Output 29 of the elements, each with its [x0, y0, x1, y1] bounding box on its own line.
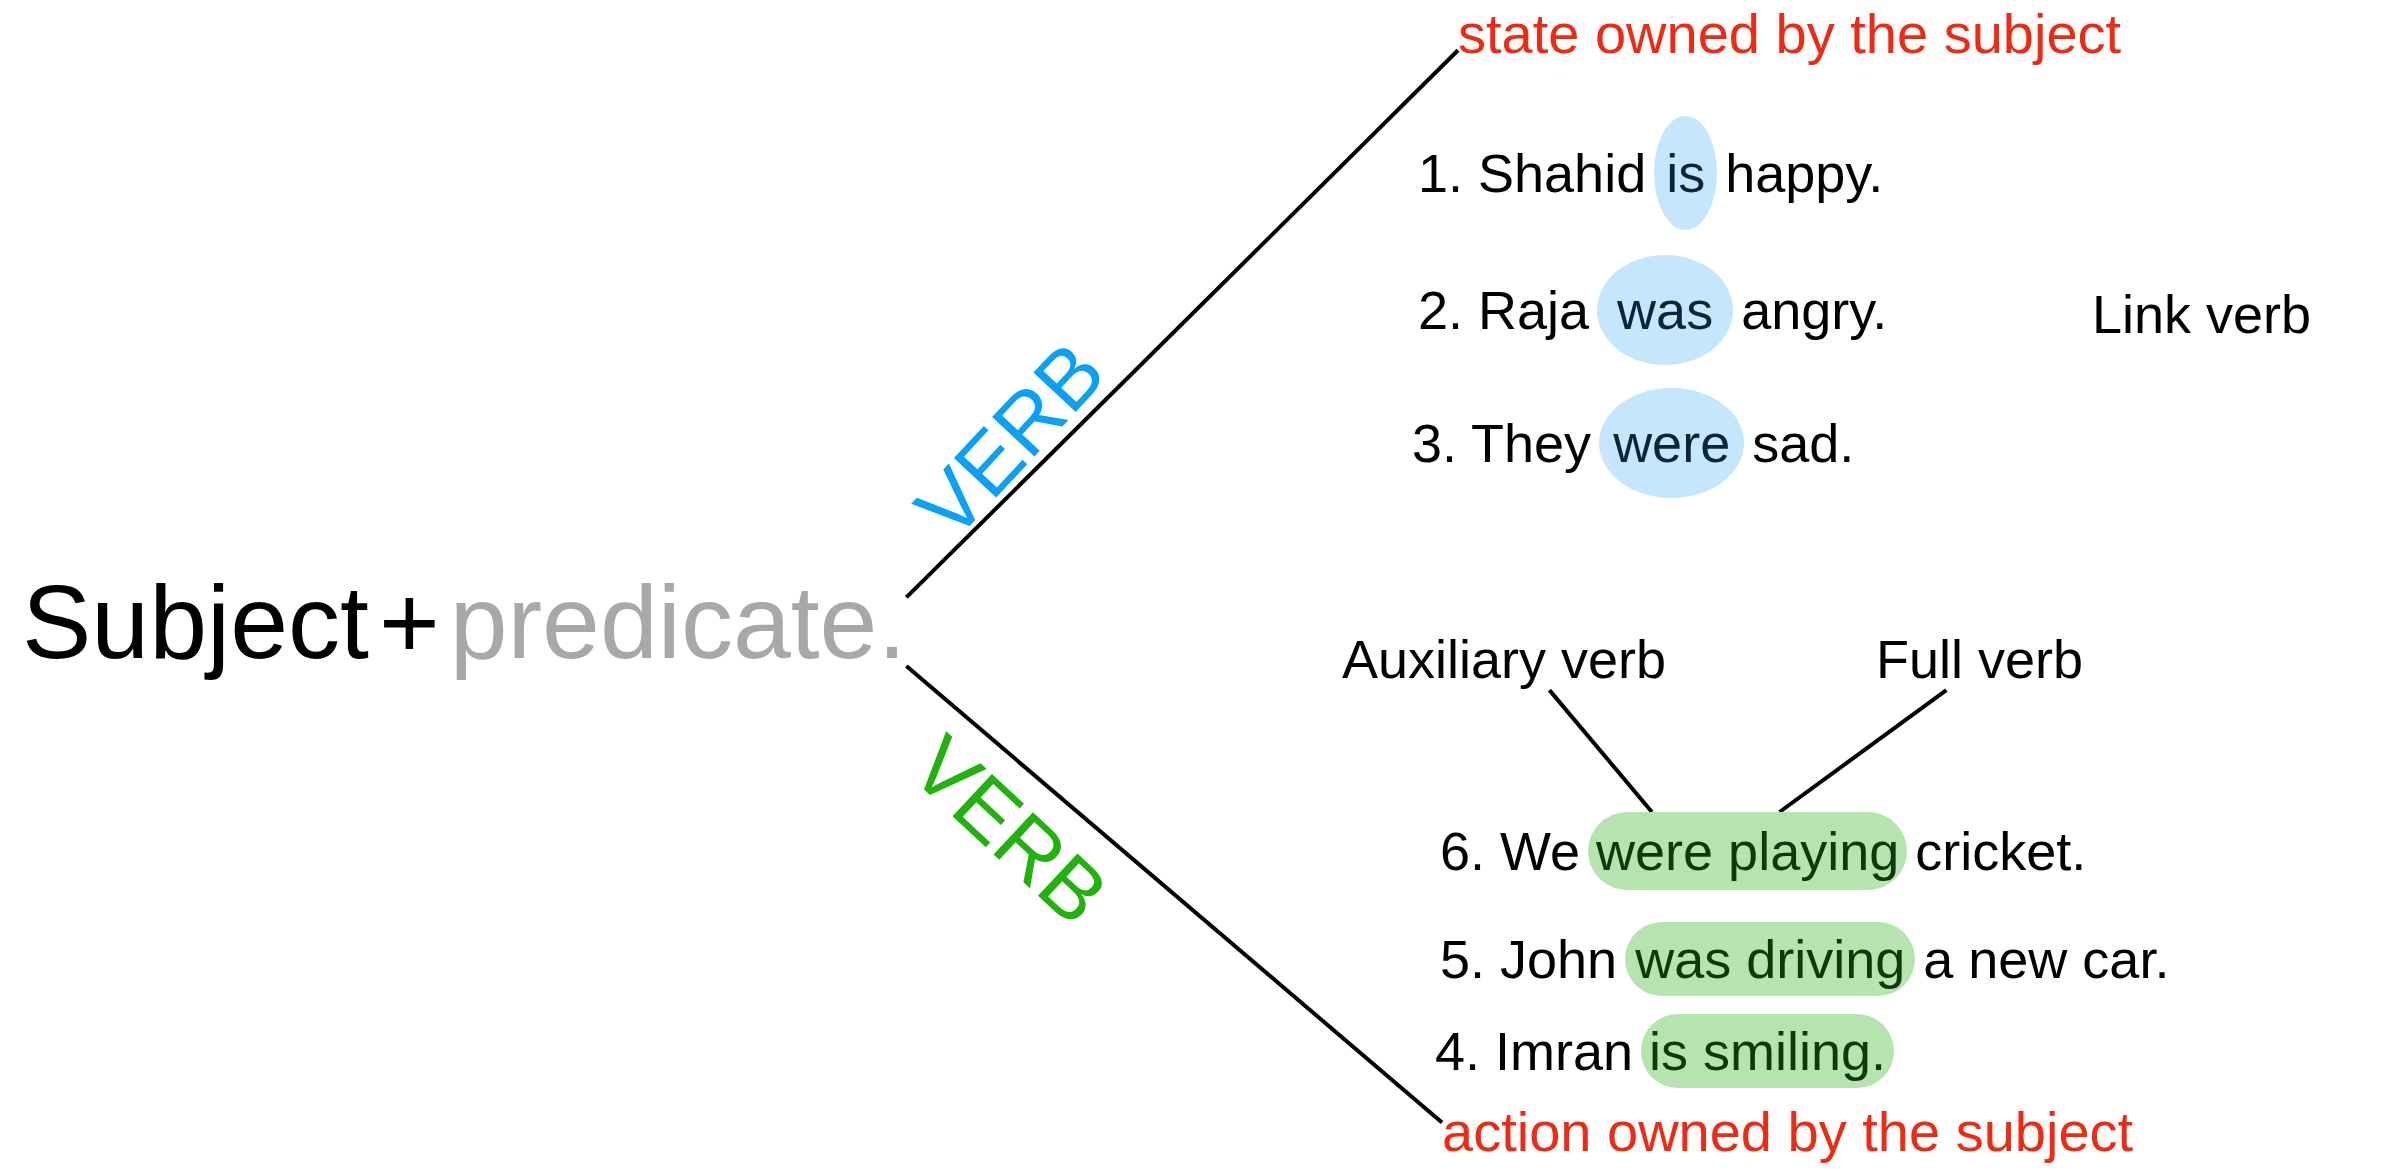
sentence-start: 4. Imran: [1435, 1020, 1634, 1083]
sentence-end: a new car.: [1923, 928, 2170, 991]
predicate-word: predicate.: [449, 563, 907, 682]
sentence-start: 5. John: [1440, 928, 1618, 991]
sentence-start: 6. We: [1440, 820, 1581, 883]
highlighted-verb: were playing: [1588, 812, 1908, 891]
highlighted-verb: were: [1599, 388, 1745, 499]
branch-line: [905, 664, 1444, 1125]
sentence-end: sad.: [1752, 412, 1855, 475]
category-label: state owned by the subject: [1458, 2, 2122, 67]
sentence-start: 3. They: [1412, 412, 1592, 475]
leader-line: [1778, 688, 1948, 814]
sentence-start: 1. Shahid: [1418, 142, 1647, 205]
subject-word: Subject: [22, 563, 369, 682]
sentence-end: happy.: [1725, 142, 1884, 205]
category-label: action owned by the subject: [1442, 1100, 2134, 1165]
plus-sign: +: [378, 563, 440, 682]
sentence-end: angry.: [1741, 279, 1888, 342]
highlighted-verb: was: [1597, 255, 1734, 366]
sentence-start: 2. Raja: [1418, 279, 1590, 342]
annotation-label: Full verb: [1876, 628, 2084, 691]
leader-line: [1547, 688, 1654, 814]
annotation-label: Auxiliary verb: [1342, 628, 1667, 691]
highlighted-verb: is: [1654, 116, 1718, 231]
highlighted-verb: is smiling.: [1641, 1014, 1895, 1089]
highlighted-verb: was driving: [1625, 922, 1916, 997]
annotation-label: Link verb: [2092, 283, 2312, 346]
branch-line: [904, 48, 1460, 599]
sentence-end: cricket.: [1915, 820, 2087, 883]
